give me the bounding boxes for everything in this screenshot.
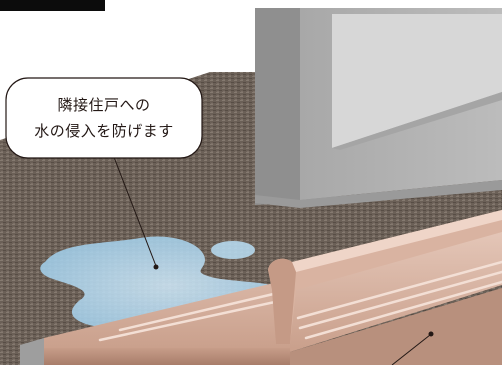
- leader-line-threshold: [391, 334, 431, 365]
- callout-bubble: [5, 77, 203, 159]
- wall-door: [255, 8, 502, 208]
- leader-line-callout: [111, 151, 157, 267]
- threshold-strip: [20, 210, 502, 365]
- leader-dot-callout: [153, 264, 159, 270]
- leader-dot-threshold: [428, 331, 434, 337]
- header-bar: [0, 0, 105, 11]
